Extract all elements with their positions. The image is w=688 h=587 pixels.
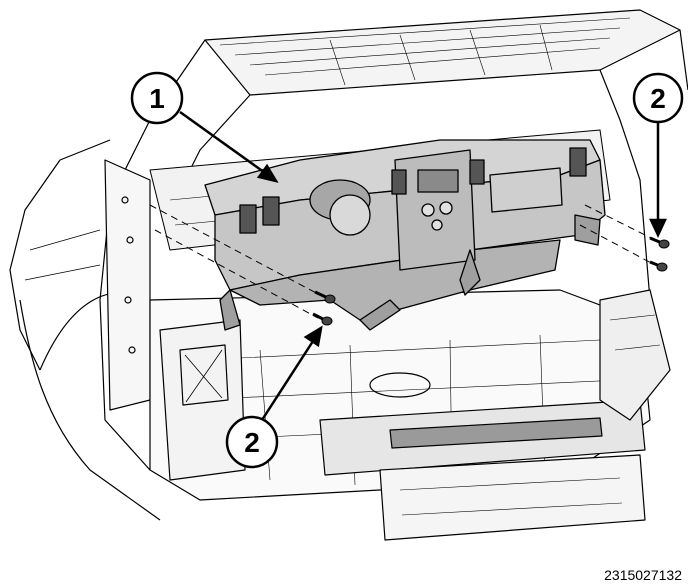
callout-1-label: 1 (149, 83, 165, 114)
bolt-icon (312, 312, 333, 326)
figure-number: 2315027132 (604, 567, 682, 583)
bolt-icon (649, 260, 668, 272)
mounting-bolts (312, 236, 670, 326)
instrument-panel (204, 139, 606, 331)
callout-2-bottom: 2 (225, 415, 279, 469)
callout-2-top-label: 2 (650, 83, 666, 114)
callout-2-top: 2 (632, 72, 684, 124)
bolt-icon (314, 290, 336, 304)
callout-1: 1 (130, 71, 184, 125)
alignment-lines (149, 204, 656, 319)
leader-lines (179, 110, 667, 421)
callout-2-bottom-label: 2 (244, 427, 260, 458)
bolt-icon (649, 236, 670, 249)
